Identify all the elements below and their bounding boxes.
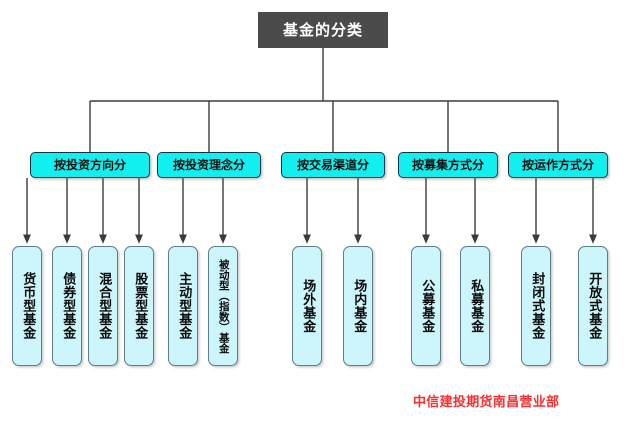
leaf-box-public-offering-fund[interactable]: 公募基金 — [411, 246, 441, 366]
leaf-label: 混合型基金 — [96, 272, 112, 340]
leaf-box-closed-end-fund[interactable]: 封闭式基金 — [521, 246, 551, 366]
leaf-label: 公募基金 — [419, 279, 435, 333]
leaf-label: 场内基金 — [351, 279, 367, 333]
category-label: 按投资方向分 — [53, 158, 126, 172]
leaf-label: 股票型基金 — [132, 272, 148, 340]
category-box-by-fundraising-method[interactable]: 按募集方式分 — [398, 152, 498, 178]
leaf-label: 债券型基金 — [60, 272, 76, 340]
leaf-box-otc-fund[interactable]: 场外基金 — [292, 246, 322, 366]
category-label: 按运作方式分 — [521, 158, 594, 172]
category-label: 按交易渠道分 — [296, 158, 369, 172]
category-label: 按投资理念分 — [172, 158, 245, 172]
leaf-label: 货币型基金 — [20, 272, 36, 340]
leaf-box-open-end-fund[interactable]: 开放式基金 — [578, 246, 608, 366]
leaf-box-bond-fund[interactable]: 债券型基金 — [52, 246, 82, 366]
leaf-label: 私募基金 — [468, 279, 484, 333]
category-label: 按募集方式分 — [411, 158, 484, 172]
category-box-by-investment-direction[interactable]: 按投资方向分 — [30, 152, 150, 178]
root-title-box: 基金的分类 — [258, 12, 388, 48]
leaf-box-passive-index-fund[interactable]: 被动型（指数）基金 — [208, 246, 238, 366]
leaf-box-exchange-traded-fund[interactable]: 场内基金 — [343, 246, 373, 366]
category-box-by-trading-channel[interactable]: 按交易渠道分 — [281, 152, 385, 178]
leaf-label: 封闭式基金 — [529, 272, 545, 340]
branch-signature: 中信建投期货南昌营业部 — [413, 395, 560, 410]
root-title-label: 基金的分类 — [282, 20, 363, 39]
leaf-label: 被动型（指数）基金 — [217, 258, 230, 354]
leaf-box-hybrid-fund[interactable]: 混合型基金 — [88, 246, 118, 366]
category-box-by-operation-mode[interactable]: 按运作方式分 — [508, 152, 608, 178]
leaf-label: 主动型基金 — [176, 272, 192, 340]
leaf-box-money-market-fund[interactable]: 货币型基金 — [12, 246, 42, 366]
category-box-by-investment-philosophy[interactable]: 按投资理念分 — [157, 152, 261, 178]
leaf-box-equity-fund[interactable]: 股票型基金 — [124, 246, 154, 366]
leaf-label: 开放式基金 — [586, 272, 602, 340]
leaf-box-active-fund[interactable]: 主动型基金 — [168, 246, 198, 366]
leaf-box-private-placement-fund[interactable]: 私募基金 — [460, 246, 490, 366]
leaf-label: 场外基金 — [300, 279, 316, 333]
